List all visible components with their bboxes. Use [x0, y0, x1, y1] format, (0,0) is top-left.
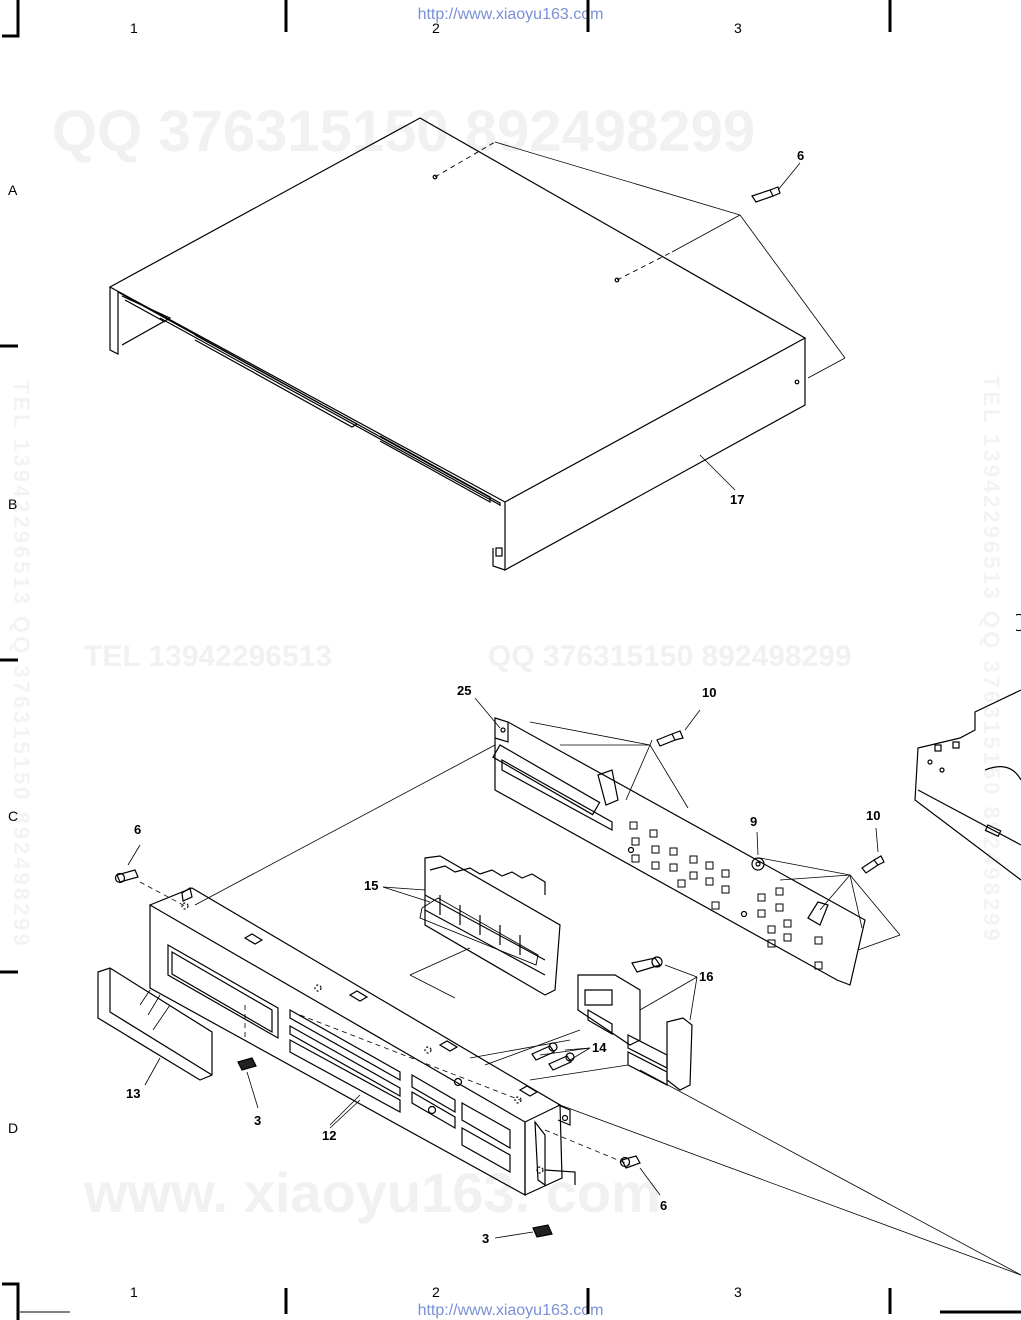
pad-3-bottom: [494, 1224, 553, 1239]
callout-12: 12: [322, 1128, 336, 1143]
callout-10-top: 10: [702, 685, 716, 700]
callout-14: 14: [592, 1040, 607, 1055]
grid-row-a: A: [8, 182, 18, 198]
callout-9: 9: [750, 814, 757, 829]
assembly-guide-lines: [194, 744, 1021, 1276]
grid-col-1-top: 1: [130, 20, 138, 36]
grid-row-b: B: [8, 496, 18, 512]
grid-col-3-top: 3: [734, 20, 742, 36]
callout-13: 13: [126, 1086, 140, 1101]
chassis-fragment: [914, 613, 1021, 881]
front-panel-12: [148, 887, 576, 1197]
display-window-13: [97, 967, 213, 1086]
display-pcb: [492, 717, 866, 986]
screw-10-right: [861, 855, 885, 874]
grid-col-3-bottom: 3: [734, 1284, 742, 1300]
leader-lines-pcb: [474, 697, 901, 951]
pad-3-left: [237, 1057, 259, 1109]
footer-url: http://www.xiaoyu163.com: [417, 1302, 604, 1319]
screw-6-left: [114, 844, 141, 884]
grid-col-2-bottom: 2: [432, 1284, 440, 1300]
watermark-tel: TEL 13942296513: [84, 640, 332, 673]
watermark-vertical-left: TEL 13942296513 QQ 376315150 892498299: [9, 380, 34, 949]
screw-10-top: [656, 730, 684, 747]
key-holder-15: [419, 855, 561, 996]
grid-row-d: D: [8, 1120, 19, 1136]
callout-6-left: 6: [134, 822, 141, 837]
callout-15: 15: [364, 878, 378, 893]
watermark-vertical-right: TEL 13942296513 QQ 376315150 892498299: [979, 375, 1004, 944]
header-url: http://www.xiaoyu163.com: [417, 6, 604, 23]
callout-3-bottom: 3: [482, 1231, 489, 1246]
screws-14: [531, 1042, 575, 1071]
callout-17: 17: [730, 492, 744, 507]
washer-9: [751, 857, 765, 871]
screw-6-bottom: [619, 1155, 661, 1196]
leader-lines-15: [382, 886, 471, 999]
grid-row-c: C: [8, 808, 19, 824]
pcb-switches: [629, 821, 823, 970]
leader-lines-16: [469, 964, 698, 1081]
grid-col-2-top: 2: [432, 20, 440, 36]
leader-lines-cover: [494, 141, 846, 491]
callout-6-top: 6: [797, 148, 804, 163]
panel-hidden-lines: [139, 881, 631, 1166]
callout-3-left: 3: [254, 1113, 261, 1128]
watermark-qq-top: QQ 376315150 892498299: [52, 99, 756, 164]
cover-hidden-lines: [434, 141, 673, 281]
callout-16: 16: [699, 969, 713, 984]
top-cover: [108, 117, 807, 572]
watermark-qq-mid: QQ 376315150 892498299: [488, 640, 852, 673]
callout-6-bottom: 6: [660, 1198, 667, 1213]
screw-6-top: [751, 186, 781, 203]
callout-10-right: 10: [866, 808, 880, 823]
grid-col-1-bottom: 1: [130, 1284, 138, 1300]
switch-assembly-16: [577, 956, 693, 1091]
callout-25: 25: [457, 683, 471, 698]
